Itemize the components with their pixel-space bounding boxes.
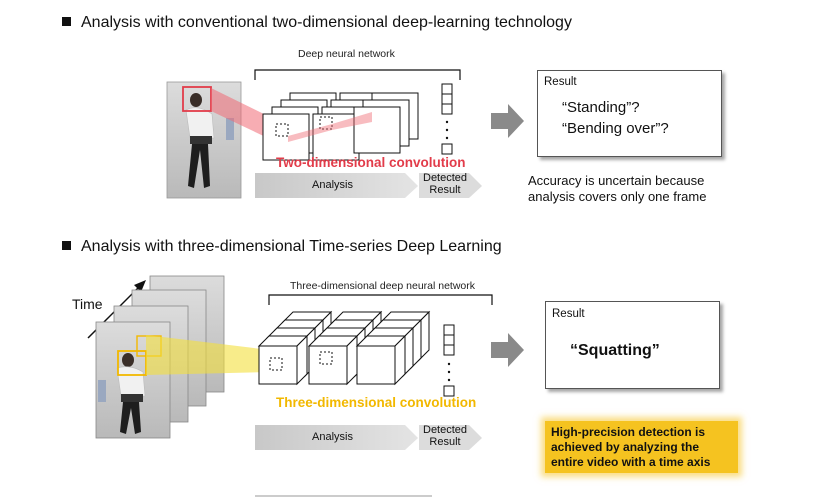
network-bracket-3d (268, 294, 493, 305)
detected-result-label-3d: Detected Result (423, 424, 467, 448)
caption-line1: Accuracy is uncertain because (528, 173, 705, 188)
section2-heading-text: Analysis with three-dimensional Time-ser… (81, 238, 502, 255)
projection-beam-red-2 (288, 124, 332, 142)
section1-heading-text: Analysis with conventional two-dimension… (81, 14, 572, 31)
cube-stack-2-layer-1 (307, 334, 359, 386)
result-box-2d: Result “Standing”? “Bending over”? (537, 70, 722, 157)
detected-line1: Detected (423, 172, 468, 184)
section2-heading: Analysis with three-dimensional Time-ser… (62, 238, 502, 256)
output-vector-3d (443, 324, 455, 397)
result-text-3d: “Squatting” (570, 342, 660, 359)
network-label-3d: Three-dimensional deep neural network (290, 280, 476, 292)
result-line2: “Bending over”? (562, 120, 669, 137)
convolution-label-2d: Two-dimensional convolution (276, 155, 466, 170)
highlight-callout: High-precision detection is achieved by … (545, 421, 738, 473)
projection-beam-red (211, 88, 272, 140)
accuracy-caption: Accuracy is uncertain because analysis c… (528, 173, 706, 205)
highlight-line2: achieved by analyzing the (551, 440, 700, 454)
feature-map-stack-3 (353, 92, 419, 154)
bullet-square-icon (62, 17, 71, 26)
analysis-label: Analysis (312, 179, 353, 191)
bullet-square-icon-2 (62, 241, 71, 250)
time-arrow-head-icon (134, 280, 146, 292)
section1-heading: Analysis with conventional two-dimension… (62, 14, 572, 32)
detected-result-label: Detected Result (423, 172, 467, 196)
projection-beam-red-3 (332, 112, 372, 130)
detected-line2: Result (429, 184, 461, 196)
output-vector (441, 83, 453, 155)
convolution-label-3d: Three-dimensional convolution (276, 395, 477, 410)
cube-stack-3-layer-1 (355, 334, 407, 386)
analysis-bar (255, 173, 418, 198)
result-title-3d: Result (552, 308, 585, 320)
time-label: Time (72, 296, 103, 312)
highlight-line1: High-precision detection is (551, 425, 706, 439)
result-line1: “Standing”? (562, 99, 640, 116)
cube-stack-1-layer-1 (257, 334, 309, 386)
network-bracket (254, 69, 461, 80)
arrow-right-icon (491, 104, 524, 138)
result-title: Result (544, 76, 577, 88)
caption-line2: analysis covers only one frame (528, 189, 707, 204)
result-box-3d: Result “Squatting” (545, 301, 720, 389)
arrow-right-icon-2 (491, 333, 524, 367)
analysis-bar-3d (255, 425, 418, 450)
kernel-box-2 (319, 351, 333, 365)
3d-feature-cubes (257, 310, 431, 386)
highlight-line3: entire video with a time axis (551, 455, 711, 469)
network-label: Deep neural network (298, 48, 395, 60)
detected-line2-3d: Result (429, 436, 461, 448)
detected-line1-3d: Detected (423, 424, 468, 436)
detected-result-bar (419, 173, 482, 198)
kernel-box-1 (269, 357, 283, 371)
projection-beam-yellow (146, 335, 270, 375)
detected-result-bar-3d (419, 425, 482, 450)
analysis-label-3d: Analysis (312, 431, 353, 443)
